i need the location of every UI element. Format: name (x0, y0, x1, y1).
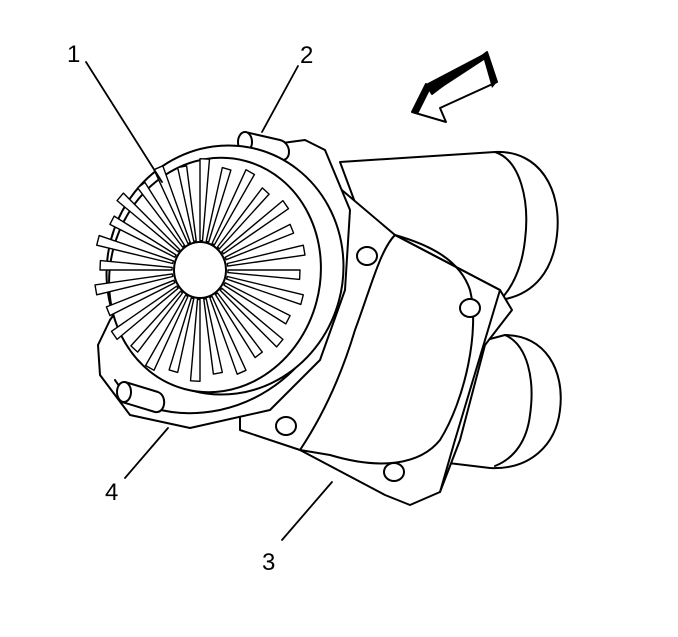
impeller-vane (225, 275, 304, 306)
callout-4: 4 (105, 479, 118, 506)
leader-line-1 (85, 61, 163, 183)
leader-line-2 (261, 65, 299, 133)
impeller-vane (109, 215, 177, 258)
impeller-vane (99, 259, 173, 271)
bolt-hole-bottom-right (383, 462, 405, 482)
impeller-vane (116, 192, 181, 253)
impeller-vane (168, 297, 195, 374)
impeller-vane (176, 165, 197, 243)
impeller-vane (227, 269, 301, 281)
impeller-vane (211, 168, 256, 246)
impeller-vane (130, 290, 184, 353)
dowel-pin-lower (116, 381, 166, 414)
impeller-vane (203, 298, 224, 375)
impeller-vane (136, 181, 186, 248)
impeller-vane (144, 294, 189, 371)
impeller-rotor (94, 144, 345, 396)
impeller-vane (94, 273, 174, 296)
impeller-vane (189, 298, 201, 382)
impeller-vane (224, 223, 295, 261)
impeller-vane (209, 295, 247, 375)
bolt-hole-top-right (459, 298, 481, 318)
callout-1: 1 (67, 41, 80, 68)
impeller-vane (153, 165, 191, 245)
impeller-vane (199, 157, 211, 242)
impeller-vanes (94, 157, 306, 382)
impeller-vane (110, 285, 179, 341)
impeller-vane (105, 279, 176, 317)
impeller-vane (226, 244, 306, 267)
impeller-vane (223, 282, 291, 325)
impeller-hub (173, 241, 227, 299)
impeller-vane (214, 292, 263, 359)
callout-2: 2 (300, 42, 313, 69)
leader-line-3 (281, 481, 333, 541)
bolt-hole-top-left (356, 246, 378, 266)
impeller-vane (95, 234, 175, 265)
direction-arrow (411, 51, 498, 123)
impeller-vane (216, 187, 270, 250)
impeller-vane (205, 166, 232, 243)
bolt-hole-bottom-left (275, 416, 297, 436)
leader-lines (85, 61, 333, 541)
leader-line-4 (124, 427, 169, 479)
callout-3: 3 (262, 549, 275, 576)
impeller-vane (219, 287, 284, 348)
impeller-vane (221, 199, 290, 255)
